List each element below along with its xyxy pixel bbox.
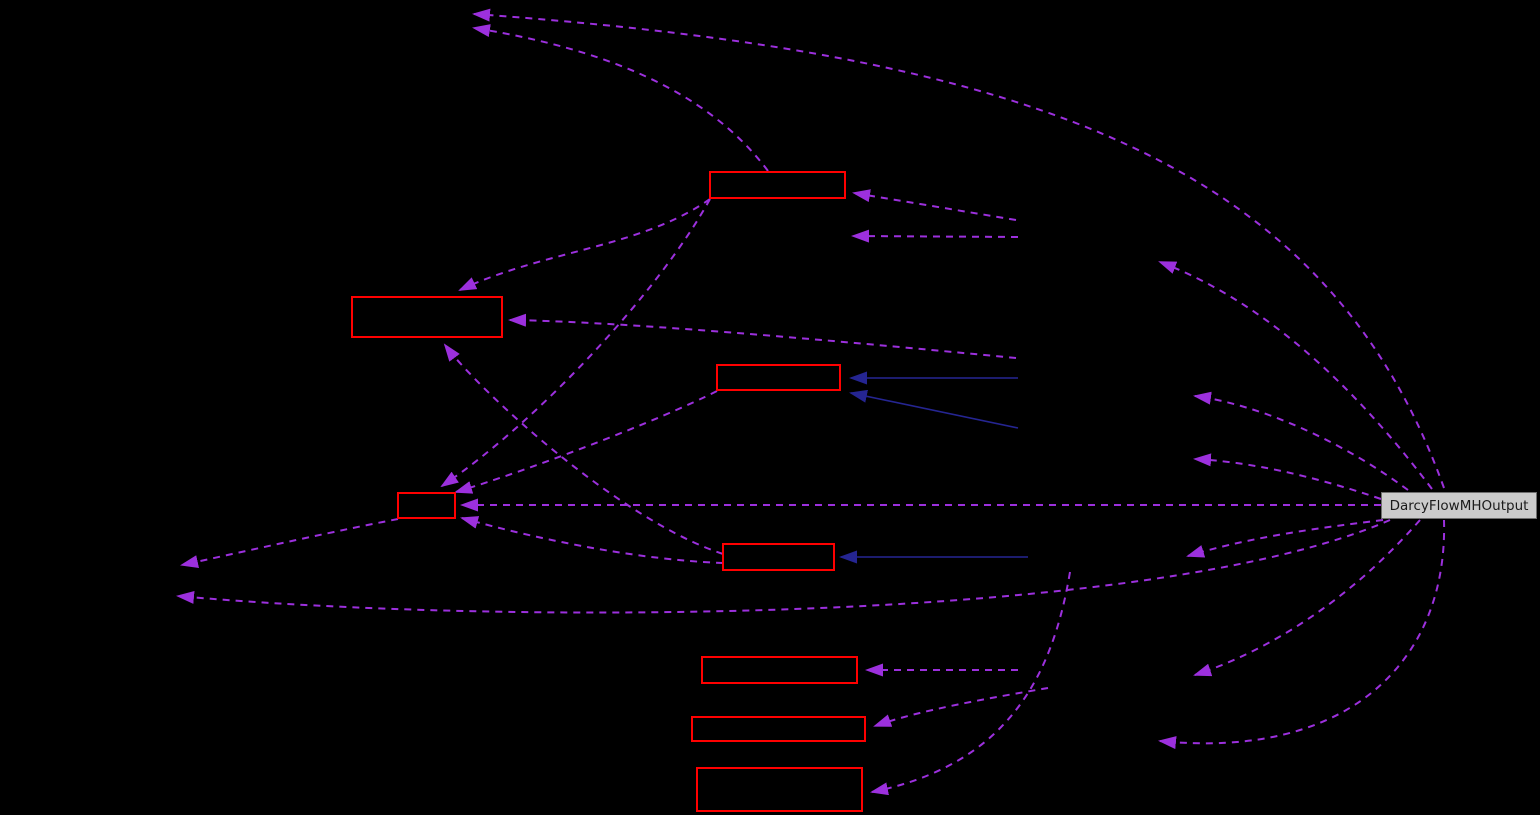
- class-node-box[interactable]: [351, 296, 503, 338]
- dashed-edge: [870, 571, 1071, 796]
- class-node-boxes: [351, 171, 866, 812]
- dashed-edges: [176, 8, 1446, 796]
- dashed-edge: [458, 198, 711, 291]
- solid-edges: [839, 371, 1028, 564]
- dashed-edge: [1193, 391, 1409, 491]
- main-class-node[interactable]: DarcyFlowMHOutput: [1381, 492, 1537, 519]
- class-node-box[interactable]: [696, 767, 863, 812]
- dashed-edge: [460, 516, 724, 564]
- dashed-edge: [443, 343, 724, 555]
- solid-edge: [849, 389, 1019, 429]
- dashed-edge: [472, 24, 769, 172]
- class-node-box[interactable]: [716, 364, 841, 391]
- dashed-edge: [454, 390, 718, 494]
- dashed-edge: [508, 313, 1017, 359]
- dashed-edge: [180, 518, 399, 568]
- dashed-edge: [1158, 261, 1433, 490]
- dashed-edge: [176, 519, 1391, 614]
- dashed-edge: [472, 8, 1445, 489]
- dashed-edge: [1186, 519, 1384, 558]
- class-node-box[interactable]: [691, 716, 866, 742]
- dashed-edge: [1193, 453, 1382, 500]
- class-node-box[interactable]: [722, 543, 835, 571]
- dashed-edge: [440, 198, 711, 488]
- dashed-edge: [1193, 519, 1421, 677]
- dashed-edge: [852, 189, 1017, 221]
- dashed-edge: [851, 229, 1019, 243]
- class-node-box[interactable]: [701, 656, 858, 684]
- dashed-edge: [1158, 519, 1446, 750]
- class-node-box[interactable]: [397, 492, 456, 519]
- class-node-box[interactable]: [709, 171, 846, 199]
- dashed-edge: [873, 687, 1049, 727]
